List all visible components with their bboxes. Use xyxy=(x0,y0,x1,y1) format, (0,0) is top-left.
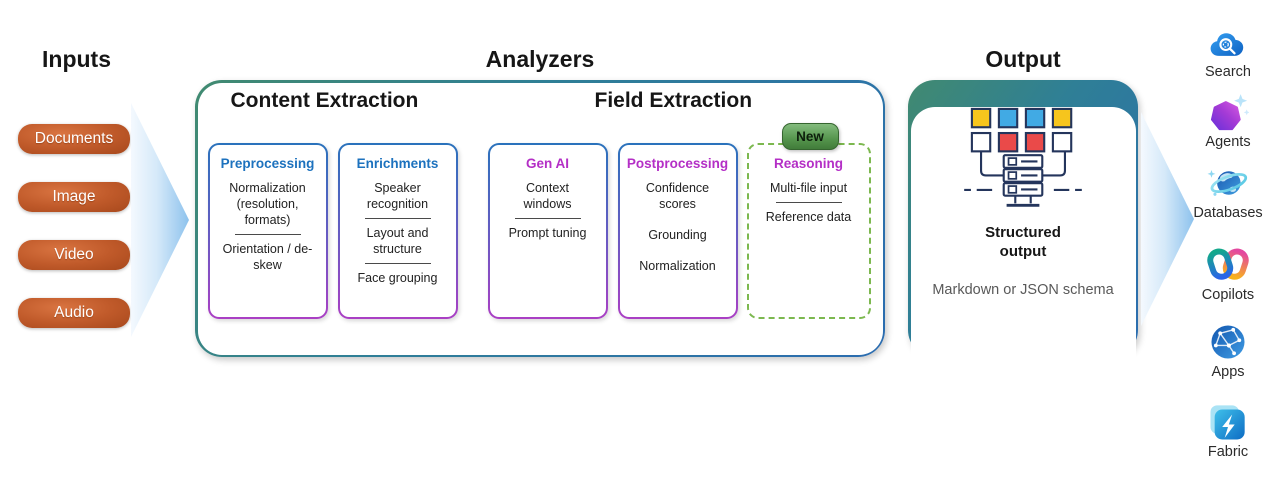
destination-label: Search xyxy=(1205,64,1251,80)
card-title: Reasoning xyxy=(773,155,843,171)
divider xyxy=(364,217,431,219)
apps-icon xyxy=(1211,325,1245,359)
destination-databases: Databases xyxy=(1190,163,1266,221)
divider xyxy=(364,262,431,264)
analyzers-box: Content Extraction Field Extraction Prep… xyxy=(195,80,885,357)
new-badge: New xyxy=(781,122,839,150)
output-format-subtitle: Markdown or JSON schema xyxy=(932,281,1114,298)
destination-search: Search xyxy=(1190,22,1266,80)
input-pill-label: Audio xyxy=(54,304,94,321)
destination-agents: Agents xyxy=(1190,92,1266,150)
input-pill-video: Video xyxy=(18,240,130,270)
divider xyxy=(775,201,842,203)
card-item: Normalization xyxy=(639,258,716,273)
flow-arrow-right-icon xyxy=(1141,112,1194,326)
output-box: Structured output Markdown or JSON schem… xyxy=(908,80,1138,379)
gen-ai-card: Gen AI Context windows Prompt tuning xyxy=(487,142,608,319)
destination-fabric: Fabric xyxy=(1190,402,1266,460)
databases-icon xyxy=(1207,169,1248,196)
preprocessing-card-body: Preprocessing Normalization (resolution,… xyxy=(209,144,326,317)
analyzers-box-inner: Content Extraction Field Extraction Prep… xyxy=(197,82,883,355)
destination-label: Fabric xyxy=(1207,444,1249,460)
card-title: Preprocessing xyxy=(220,155,315,171)
card-item: Prompt tuning xyxy=(508,225,587,240)
flow-arrow-right-icon xyxy=(131,103,189,337)
divider xyxy=(234,233,301,235)
input-pill-label: Image xyxy=(52,188,96,205)
destination-copilots: Copilots xyxy=(1190,243,1266,303)
enrichments-card: Enrichments Speaker recognition Layout a… xyxy=(337,142,458,319)
card-item: Speaker recognition xyxy=(366,180,429,211)
card-item: Context windows xyxy=(523,180,572,211)
card-title: Gen AI xyxy=(525,155,569,171)
analyzers-section-title: Analyzers xyxy=(485,46,595,72)
input-pill-image: Image xyxy=(18,182,130,212)
fabric-icon xyxy=(1210,405,1245,440)
card-item: Orientation / de-skew xyxy=(222,241,313,272)
card-item: Multi-file input xyxy=(769,180,848,195)
copilots-icon xyxy=(1207,248,1249,280)
destination-label: Agents xyxy=(1205,134,1251,150)
card-title: Postprocessing xyxy=(626,155,729,171)
search-icon xyxy=(1210,33,1244,56)
card-item: Face grouping xyxy=(357,270,438,285)
structured-output-label: Structured output xyxy=(985,223,1061,261)
enrichments-card-body: Enrichments Speaker recognition Layout a… xyxy=(339,144,456,317)
field-extraction-title: Field Extraction xyxy=(594,88,753,112)
destination-label: Databases xyxy=(1193,205,1263,221)
input-pill-label: Video xyxy=(54,246,94,263)
divider xyxy=(514,217,581,219)
postprocessing-card: Postprocessing Confidence scores Groundi… xyxy=(617,142,738,319)
card-item: Normalization (resolution, formats) xyxy=(229,180,306,227)
card-item: Layout and structure xyxy=(366,225,429,256)
input-pill-label: Documents xyxy=(34,130,114,147)
reasoning-card: Reasoning Multi-file input Reference dat… xyxy=(746,142,871,319)
destination-label: Apps xyxy=(1211,364,1245,380)
input-pill-documents: Documents xyxy=(18,124,130,154)
destination-apps: Apps xyxy=(1190,322,1266,380)
content-extraction-title: Content Extraction xyxy=(230,88,419,112)
gen-ai-card-body: Gen AI Context windows Prompt tuning xyxy=(489,144,606,317)
card-item: Grounding xyxy=(648,227,707,242)
structured-output-icon xyxy=(964,107,1082,207)
destination-label: Copilots xyxy=(1201,287,1255,303)
output-section-title: Output xyxy=(985,46,1061,72)
card-title: Enrichments xyxy=(356,155,439,171)
card-item: Reference data xyxy=(765,209,852,224)
inputs-section-title: Inputs xyxy=(42,46,111,72)
agents-icon xyxy=(1210,94,1249,131)
preprocessing-card: Preprocessing Normalization (resolution,… xyxy=(207,142,328,319)
input-pill-audio: Audio xyxy=(18,298,130,328)
output-box-inner: Structured output Markdown or JSON schem… xyxy=(910,106,1136,379)
card-item: Confidence scores xyxy=(645,180,710,211)
postprocessing-card-body: Postprocessing Confidence scores Groundi… xyxy=(619,144,736,317)
